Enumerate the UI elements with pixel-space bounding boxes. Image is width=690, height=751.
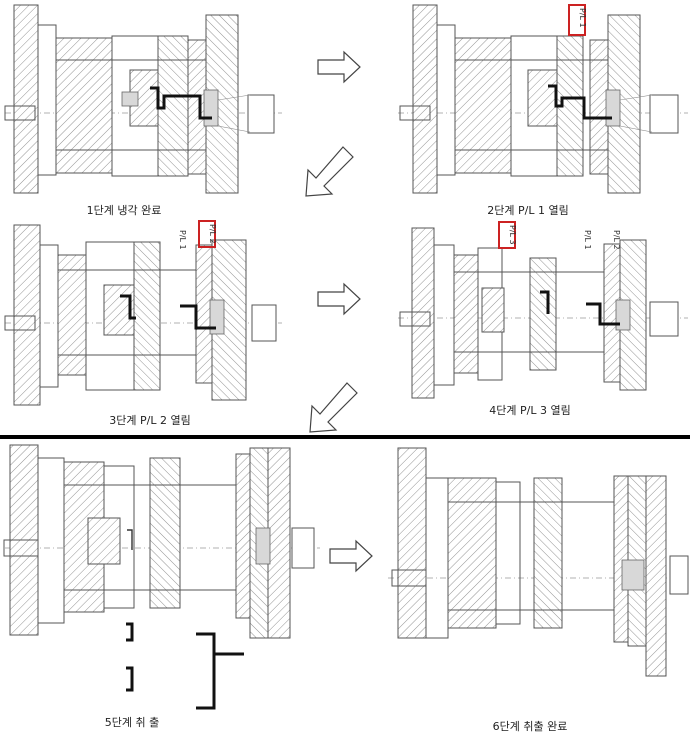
pl-label: P/L 2	[208, 224, 217, 244]
step-2-caption: 2단계 P/L 1 열림	[487, 204, 568, 217]
step-3-caption: 3단계 P/L 2 열림	[109, 414, 190, 427]
pl-label: P/L 3	[508, 225, 517, 245]
step-6-caption: 6단계 취출 완료	[493, 720, 568, 733]
step-1-drawing	[4, 4, 282, 194]
pl-highlight-box	[198, 220, 216, 248]
arrow-right-icon	[329, 539, 373, 573]
section-separator	[0, 435, 690, 439]
pl-label: P/L 2	[612, 230, 621, 250]
step-3-drawing: P/L 1 P/L 2	[4, 220, 282, 406]
arrow-right-icon	[317, 282, 361, 316]
pl-label: P/L 1	[583, 230, 592, 250]
step-4-drawing: P/L 3 P/L 1 P/L 2	[398, 221, 688, 399]
pl-highlight-box	[568, 4, 586, 36]
step-5-caption: 5단계 취 출	[105, 716, 159, 729]
arrow-right-icon	[317, 50, 361, 84]
step-6-drawing	[388, 447, 689, 677]
pl-label: P/L 1	[578, 8, 587, 28]
arrow-down-left-icon	[309, 382, 358, 433]
step-5-drawing	[3, 444, 320, 710]
pl-highlight-box	[498, 221, 516, 249]
step-1-caption: 1단계 냉각 완료	[87, 204, 162, 217]
arrow-down-left-icon	[305, 146, 354, 197]
step-4-caption: 4단계 P/L 3 열림	[489, 404, 570, 417]
step-2-drawing: P/L 1	[398, 4, 688, 194]
pl-label: P/L 1	[178, 230, 187, 250]
